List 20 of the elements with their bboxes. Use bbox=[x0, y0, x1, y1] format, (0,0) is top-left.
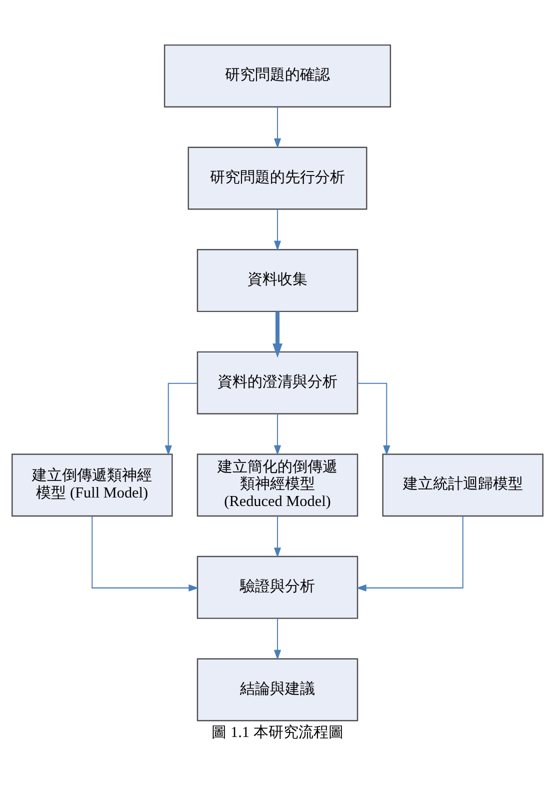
arrow bbox=[274, 414, 282, 456]
arrow bbox=[274, 516, 282, 558]
node-box: 研究問題的先行分析 bbox=[188, 146, 368, 210]
node-box: 資料的澄清與分析 bbox=[196, 351, 358, 414]
arrow bbox=[92, 516, 199, 592]
node-box: 建立簡化的倒傳遞類神經模型 (Reduced Model) bbox=[196, 454, 358, 517]
node-box: 結論與建議 bbox=[196, 658, 358, 722]
arrow bbox=[274, 106, 282, 149]
node-box: 研究問題的確認 bbox=[164, 44, 392, 108]
arrow bbox=[164, 382, 198, 456]
arrow bbox=[356, 516, 464, 592]
node-box: 建立統計迴歸模型 bbox=[382, 454, 544, 517]
caption: 圖 1.1 本研究流程圖 bbox=[212, 724, 344, 741]
arrow bbox=[274, 618, 282, 660]
node-box: 建立倒傳遞類神經模型 (Full Model) bbox=[12, 454, 173, 517]
node-box: 驗證與分析 bbox=[196, 556, 358, 619]
node-box: 資料收集 bbox=[196, 249, 358, 312]
arrow bbox=[272, 312, 282, 358]
arrow bbox=[358, 382, 390, 456]
arrow bbox=[274, 209, 282, 251]
